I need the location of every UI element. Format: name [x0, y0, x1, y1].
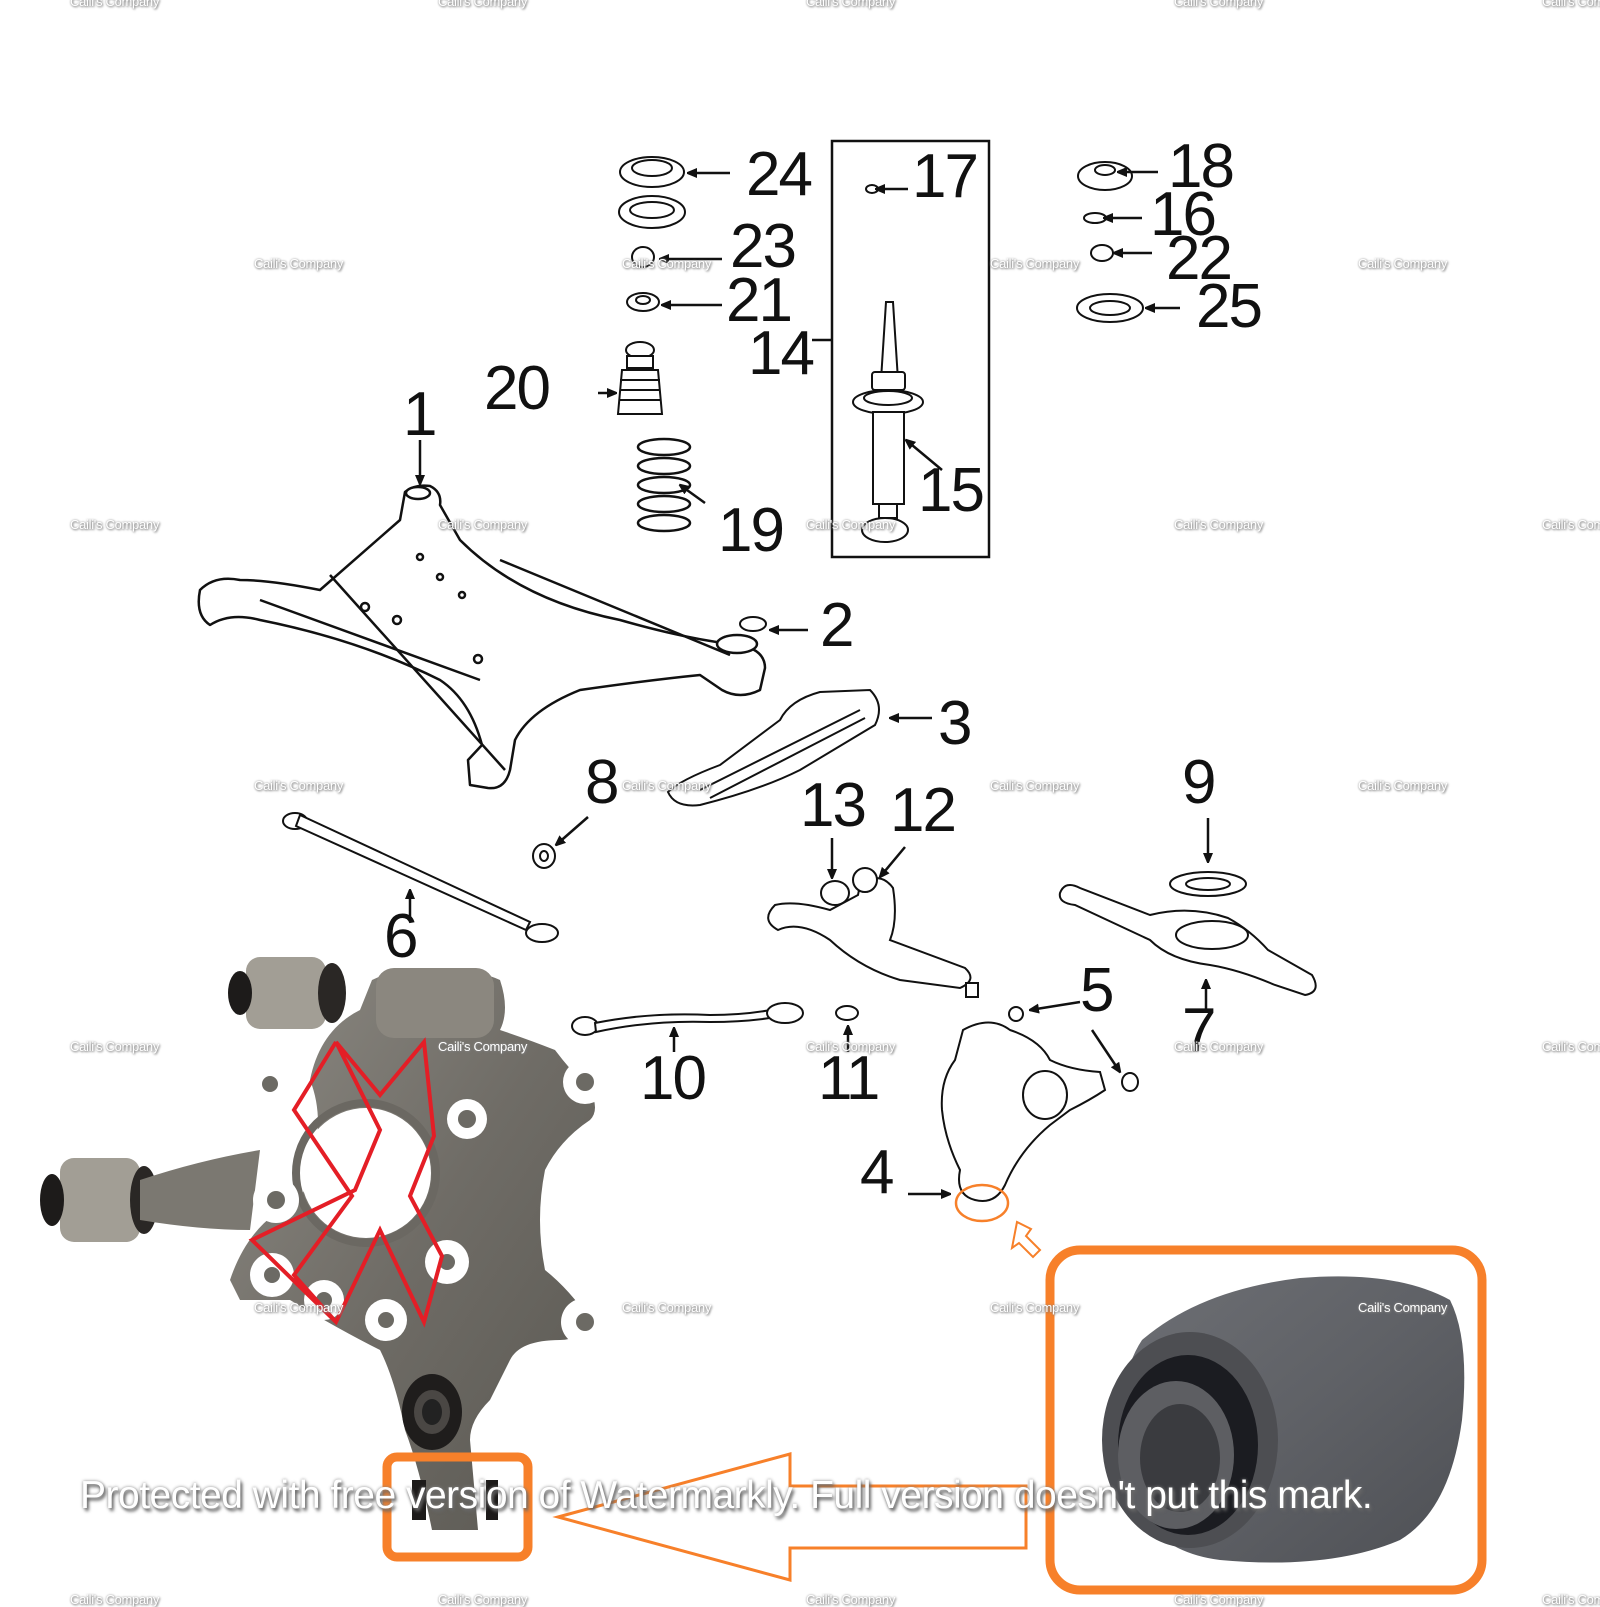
callout-25: 25: [1196, 272, 1263, 341]
knuckle-bottom-highlight-box: [382, 1452, 533, 1562]
part-12-upper-arm-drawing: [767, 867, 979, 998]
callout-15: 15: [918, 456, 985, 525]
replacement-bushing-photo: [1045, 1245, 1487, 1595]
callout-2: 2: [820, 591, 855, 660]
part-3-bracket-drawing: [666, 688, 880, 807]
upper-mount-parts-drawing: [865, 161, 1144, 323]
part-20-drawing: [616, 341, 664, 415]
callout-6: 6: [384, 902, 419, 971]
part-4-knuckle-drawing: [940, 1006, 1139, 1202]
knuckle-top-bushing: [228, 957, 346, 1029]
callout-17: 17: [912, 142, 979, 211]
watermark-text: Caili's Company: [990, 1300, 1080, 1315]
callout-leaders: [410, 172, 1208, 1194]
part-6-link-drawing: [282, 812, 559, 943]
watermark-text: Caili's Company: [806, 517, 896, 532]
shock-absorber-drawing: [852, 301, 924, 543]
callout-3: 3: [938, 689, 973, 758]
watermarkly-banner: Protected with free version of Watermark…: [80, 1474, 1373, 1517]
part-8-drawing: [532, 843, 556, 869]
watermark-text: Caili's Company: [254, 256, 344, 271]
watermark-text: Caili's Company: [990, 256, 1080, 271]
callout-11: 11: [818, 1044, 880, 1113]
watermark-text: Caili's Company: [806, 0, 896, 9]
watermark-text: Caili's Company: [1174, 0, 1264, 9]
watermark-text: Caili's Company: [254, 778, 344, 793]
part-11-drawing: [835, 1005, 859, 1021]
watermark-text: Caili's Company: [1542, 1039, 1600, 1054]
callout-8: 8: [585, 748, 620, 817]
watermark-text: Caili's Company: [1174, 517, 1264, 532]
callout-18: 18: [1168, 132, 1235, 201]
watermark-text: Caili's Company: [438, 1039, 528, 1054]
watermark-text: Caili's Company: [622, 1300, 712, 1315]
callout-4: 4: [860, 1138, 895, 1207]
watermark-text: Caili's Company: [438, 517, 528, 532]
watermark-text: Caili's Company: [1542, 0, 1600, 9]
callout-9: 9: [1182, 748, 1217, 817]
callout-12: 12: [890, 776, 957, 845]
shock-assembly-box: [812, 139, 991, 559]
callout-23: 23: [730, 212, 797, 281]
watermark-text: Caili's Company: [254, 1300, 344, 1315]
watermark-text: Caili's Company: [70, 1039, 160, 1054]
callout-21: 21: [726, 266, 793, 335]
watermark-text: Caili's Company: [806, 1039, 896, 1054]
watermark-text: Caili's Company: [1358, 778, 1448, 793]
watermark-text: Caili's Company: [1542, 517, 1600, 532]
part-2-drawing: [739, 616, 767, 632]
callout-16: 16: [1150, 180, 1217, 249]
watermark-text: Caili's Company: [1174, 1039, 1264, 1054]
part-10-link-drawing: [571, 1002, 804, 1036]
watermark-text: Caili's Company: [1358, 1300, 1448, 1315]
part-24-drawing: [618, 156, 686, 229]
part-4-highlight-circle: [954, 1183, 1010, 1223]
watermark-text: Caili's Company: [438, 0, 528, 9]
watermark-text: Caili's Company: [70, 0, 160, 9]
knuckle-photo: [40, 957, 609, 1530]
red-x-mark-icon: [248, 1037, 445, 1328]
watermark-text: Caili's Company: [70, 517, 160, 532]
callout-24: 24: [746, 140, 813, 209]
watermark-text: Caili's Company: [622, 256, 712, 271]
callout-7: 7: [1182, 996, 1217, 1065]
watermark-text: Caili's Company: [1358, 256, 1448, 271]
callout-10: 10: [640, 1044, 707, 1113]
part-23-21-drawing: [626, 246, 660, 312]
part-1-subframe-drawing: [197, 484, 767, 790]
callout-1: 1: [403, 380, 438, 449]
callout-20: 20: [484, 354, 551, 423]
hollow-arrow-small-icon: [1010, 1220, 1042, 1259]
callout-13: 13: [800, 771, 867, 840]
part-7-lower-arm-drawing: [1058, 871, 1317, 997]
watermark-text: Caili's Company: [990, 778, 1080, 793]
hollow-arrow-large-icon: [552, 1452, 1028, 1582]
callout-22: 22: [1166, 224, 1233, 293]
callout-19: 19: [718, 496, 785, 565]
callout-14: 14: [748, 319, 815, 388]
part-19-coil-spring-drawing: [636, 437, 692, 533]
callout-5: 5: [1080, 956, 1115, 1025]
watermark-text: Caili's Company: [622, 778, 712, 793]
